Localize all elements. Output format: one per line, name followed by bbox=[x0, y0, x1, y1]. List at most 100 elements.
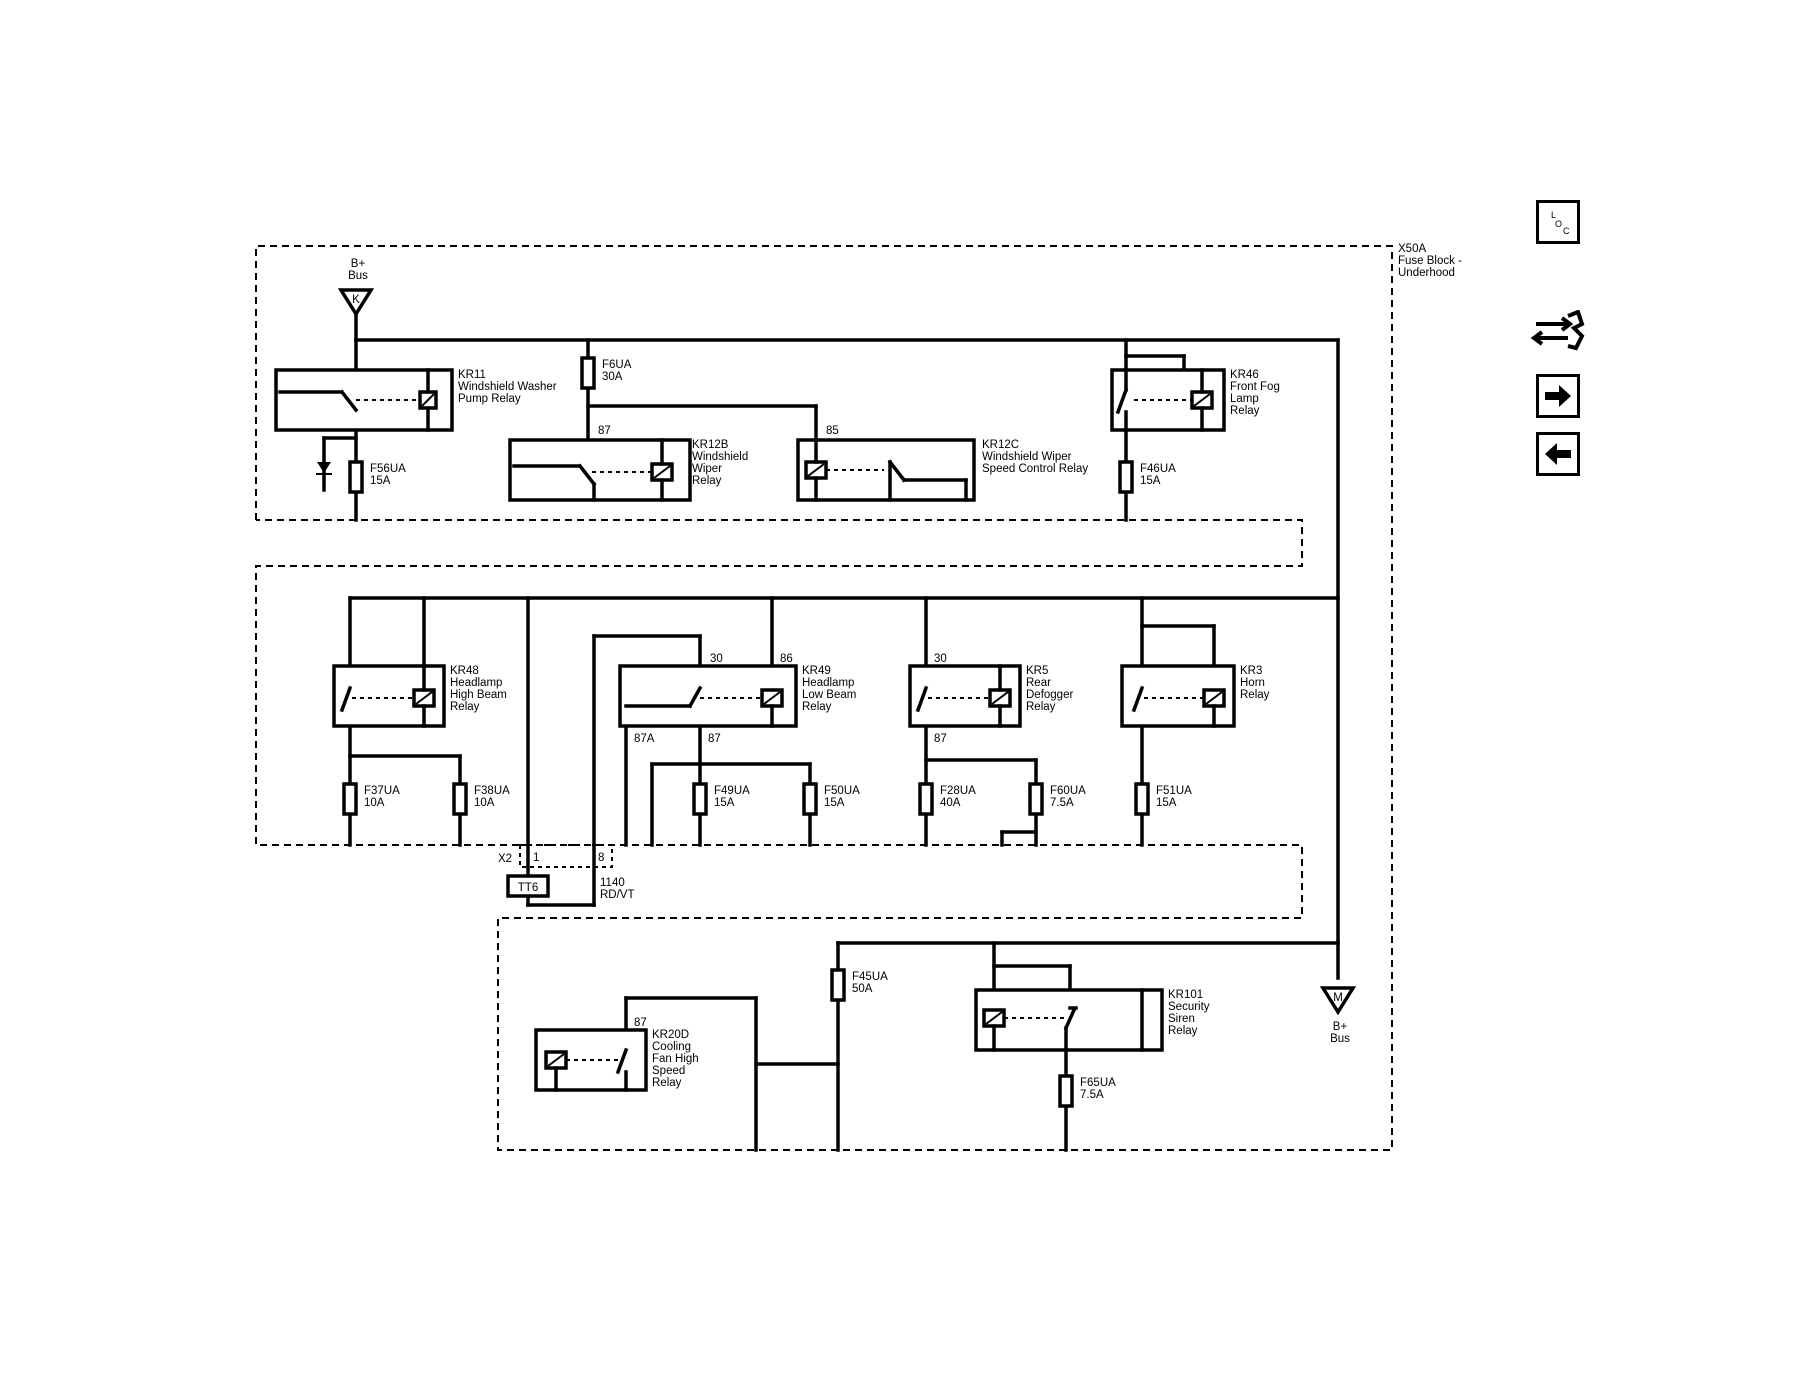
kr46-desc-1: Front Fog bbox=[1230, 381, 1280, 393]
kr101-id: KR101 bbox=[1168, 989, 1203, 1001]
f51ua-rating: 15A bbox=[1156, 797, 1177, 809]
f38ua-id: F38UA bbox=[474, 785, 510, 797]
enclosure-name-line1: Fuse Block - bbox=[1398, 255, 1462, 267]
fuse-f28ua: F28UA 40A bbox=[918, 782, 976, 816]
kr49-pin-30: 30 bbox=[710, 653, 723, 665]
kr20d-desc-3: Speed bbox=[652, 1065, 685, 1077]
terminal-k-label-line2: Bus bbox=[348, 270, 368, 282]
relay-kr3: KR3 Horn Relay bbox=[1120, 664, 1270, 728]
kr48-desc-1: Headlamp bbox=[450, 677, 502, 689]
relay-kr12c: 85 KR12C Windshield Wiper Speed Control … bbox=[796, 425, 1088, 502]
wire-color: RD/VT bbox=[600, 889, 635, 901]
fuse-block-enclosure-outline bbox=[255, 245, 1393, 1151]
x2-id: X2 bbox=[498, 853, 512, 865]
f49ua-rating: 15A bbox=[714, 797, 735, 809]
kr20d-pin-87: 87 bbox=[634, 1017, 647, 1029]
next-page-button[interactable] bbox=[1536, 374, 1580, 418]
kr3-desc-2: Relay bbox=[1240, 689, 1270, 701]
relay-kr12b: 87 KR12B Windshield Wiper Relay bbox=[508, 425, 748, 502]
circuit-1140-label: 1140 RD/VT bbox=[600, 877, 635, 901]
fuse-f49ua: F49UA 15A bbox=[692, 782, 750, 816]
f50ua-rating: 15A bbox=[824, 797, 845, 809]
kr5-desc-3: Relay bbox=[1026, 701, 1056, 713]
kr5-desc-1: Rear bbox=[1026, 677, 1051, 689]
fuse-f50ua: F50UA 15A bbox=[802, 782, 860, 816]
fuse-f51ua: F51UA 15A bbox=[1134, 782, 1192, 816]
kr5-id: KR5 bbox=[1026, 665, 1048, 677]
kr11-desc-2: Pump Relay bbox=[458, 393, 521, 405]
fuse-f6ua: F6UA 30A bbox=[580, 356, 632, 390]
enclosure-id: X50A bbox=[1398, 243, 1426, 255]
kr101-desc-1: Security bbox=[1168, 1001, 1210, 1013]
kr20d-desc-2: Fan High bbox=[652, 1053, 699, 1065]
fuse-f65ua: F65UA 7.5A bbox=[1058, 1074, 1116, 1108]
enclosure-name-line2: Underhood bbox=[1398, 267, 1455, 279]
b-plus-bus-terminal-k: K B+ Bus bbox=[337, 258, 375, 318]
relay-kr46: KR46 Front Fog Lamp Relay bbox=[1110, 368, 1280, 432]
relay-kr5: 30 87 KR5 Rear Defogger Relay bbox=[908, 653, 1073, 745]
relay-kr48: KR48 Headlamp High Beam Relay bbox=[332, 664, 507, 728]
f51ua-id: F51UA bbox=[1156, 785, 1192, 797]
kr3-desc-1: Horn bbox=[1240, 677, 1265, 689]
kr20d-id: KR20D bbox=[652, 1029, 689, 1041]
enclosure-label: X50A Fuse Block - Underhood bbox=[1398, 243, 1462, 279]
f65ua-id: F65UA bbox=[1080, 1077, 1116, 1089]
f56ua-rating: 15A bbox=[370, 475, 391, 487]
relay-kr101: KR101 Security Siren Relay bbox=[974, 988, 1210, 1052]
kr12b-id: KR12B bbox=[692, 439, 729, 451]
kr12c-id: KR12C bbox=[982, 439, 1019, 451]
kr20d-desc-1: Cooling bbox=[652, 1041, 691, 1053]
kr11-id: KR11 bbox=[458, 369, 486, 381]
kr12b-desc-1: Windshield bbox=[692, 451, 748, 463]
relay-kr49: 30 86 87A 87 KR49 Headlamp Low Beam Rela… bbox=[618, 653, 856, 745]
f45ua-rating: 50A bbox=[852, 983, 873, 995]
kr12c-desc-2: Speed Control Relay bbox=[982, 463, 1088, 475]
terminal-k-letter: K bbox=[352, 294, 360, 306]
f46ua-rating: 15A bbox=[1140, 475, 1161, 487]
f45ua-id: F45UA bbox=[852, 971, 888, 983]
fuse-f38ua: F38UA 10A bbox=[452, 782, 510, 816]
fuse-f60ua: F60UA 7.5A bbox=[1028, 782, 1086, 816]
arrow-right-icon bbox=[1545, 385, 1571, 407]
kr11-desc-1: Windshield Washer bbox=[458, 381, 557, 393]
kr12c-desc-1: Windshield Wiper bbox=[982, 451, 1072, 463]
f50ua-id: F50UA bbox=[824, 785, 860, 797]
kr12b-desc-2: Wiper bbox=[692, 463, 722, 475]
kr46-desc-3: Relay bbox=[1230, 405, 1260, 417]
previous-page-button[interactable] bbox=[1536, 432, 1580, 476]
kr49-desc-1: Headlamp bbox=[802, 677, 854, 689]
kr101-desc-3: Relay bbox=[1168, 1025, 1198, 1037]
kr3-id: KR3 bbox=[1240, 665, 1262, 677]
relay-kr11: KR11 Windshield Washer Pump Relay bbox=[274, 368, 557, 432]
kr20d-desc-4: Relay bbox=[652, 1077, 682, 1089]
f60ua-rating: 7.5A bbox=[1050, 797, 1074, 809]
kr49-pin-87a: 87A bbox=[634, 733, 655, 745]
loc-letter-o: O bbox=[1555, 219, 1562, 229]
location-view-icon: L O C bbox=[1551, 210, 1570, 236]
terminal-m-letter: M bbox=[1333, 992, 1343, 1004]
f60ua-id: F60UA bbox=[1050, 785, 1086, 797]
location-view-button[interactable]: L O C bbox=[1536, 200, 1580, 244]
f6ua-rating: 30A bbox=[602, 371, 623, 383]
fuse-f56ua: F56UA 15A bbox=[348, 460, 406, 494]
kr49-pin-87: 87 bbox=[708, 733, 721, 745]
fuse-f46ua: F46UA 15A bbox=[1118, 460, 1176, 494]
kr49-id: KR49 bbox=[802, 665, 831, 677]
f49ua-id: F49UA bbox=[714, 785, 750, 797]
f46ua-id: F46UA bbox=[1140, 463, 1176, 475]
fuse-f45ua: F45UA 50A bbox=[830, 968, 888, 1002]
connector-view-button[interactable] bbox=[1530, 309, 1586, 354]
f6ua-id: F6UA bbox=[602, 359, 632, 371]
f37ua-rating: 10A bbox=[364, 797, 385, 809]
circuit-number: 1140 bbox=[600, 877, 625, 889]
tt6-label: TT6 bbox=[518, 882, 538, 894]
kr12b-pin-87: 87 bbox=[598, 425, 611, 437]
f65ua-rating: 7.5A bbox=[1080, 1089, 1104, 1101]
x2-pin-8: 8 bbox=[598, 852, 604, 864]
x2-pin-1: 1 bbox=[533, 852, 539, 864]
kr12b-desc-3: Relay bbox=[692, 475, 722, 487]
connector-x2: X2 1 8 bbox=[498, 844, 613, 868]
kr46-id: KR46 bbox=[1230, 369, 1259, 381]
